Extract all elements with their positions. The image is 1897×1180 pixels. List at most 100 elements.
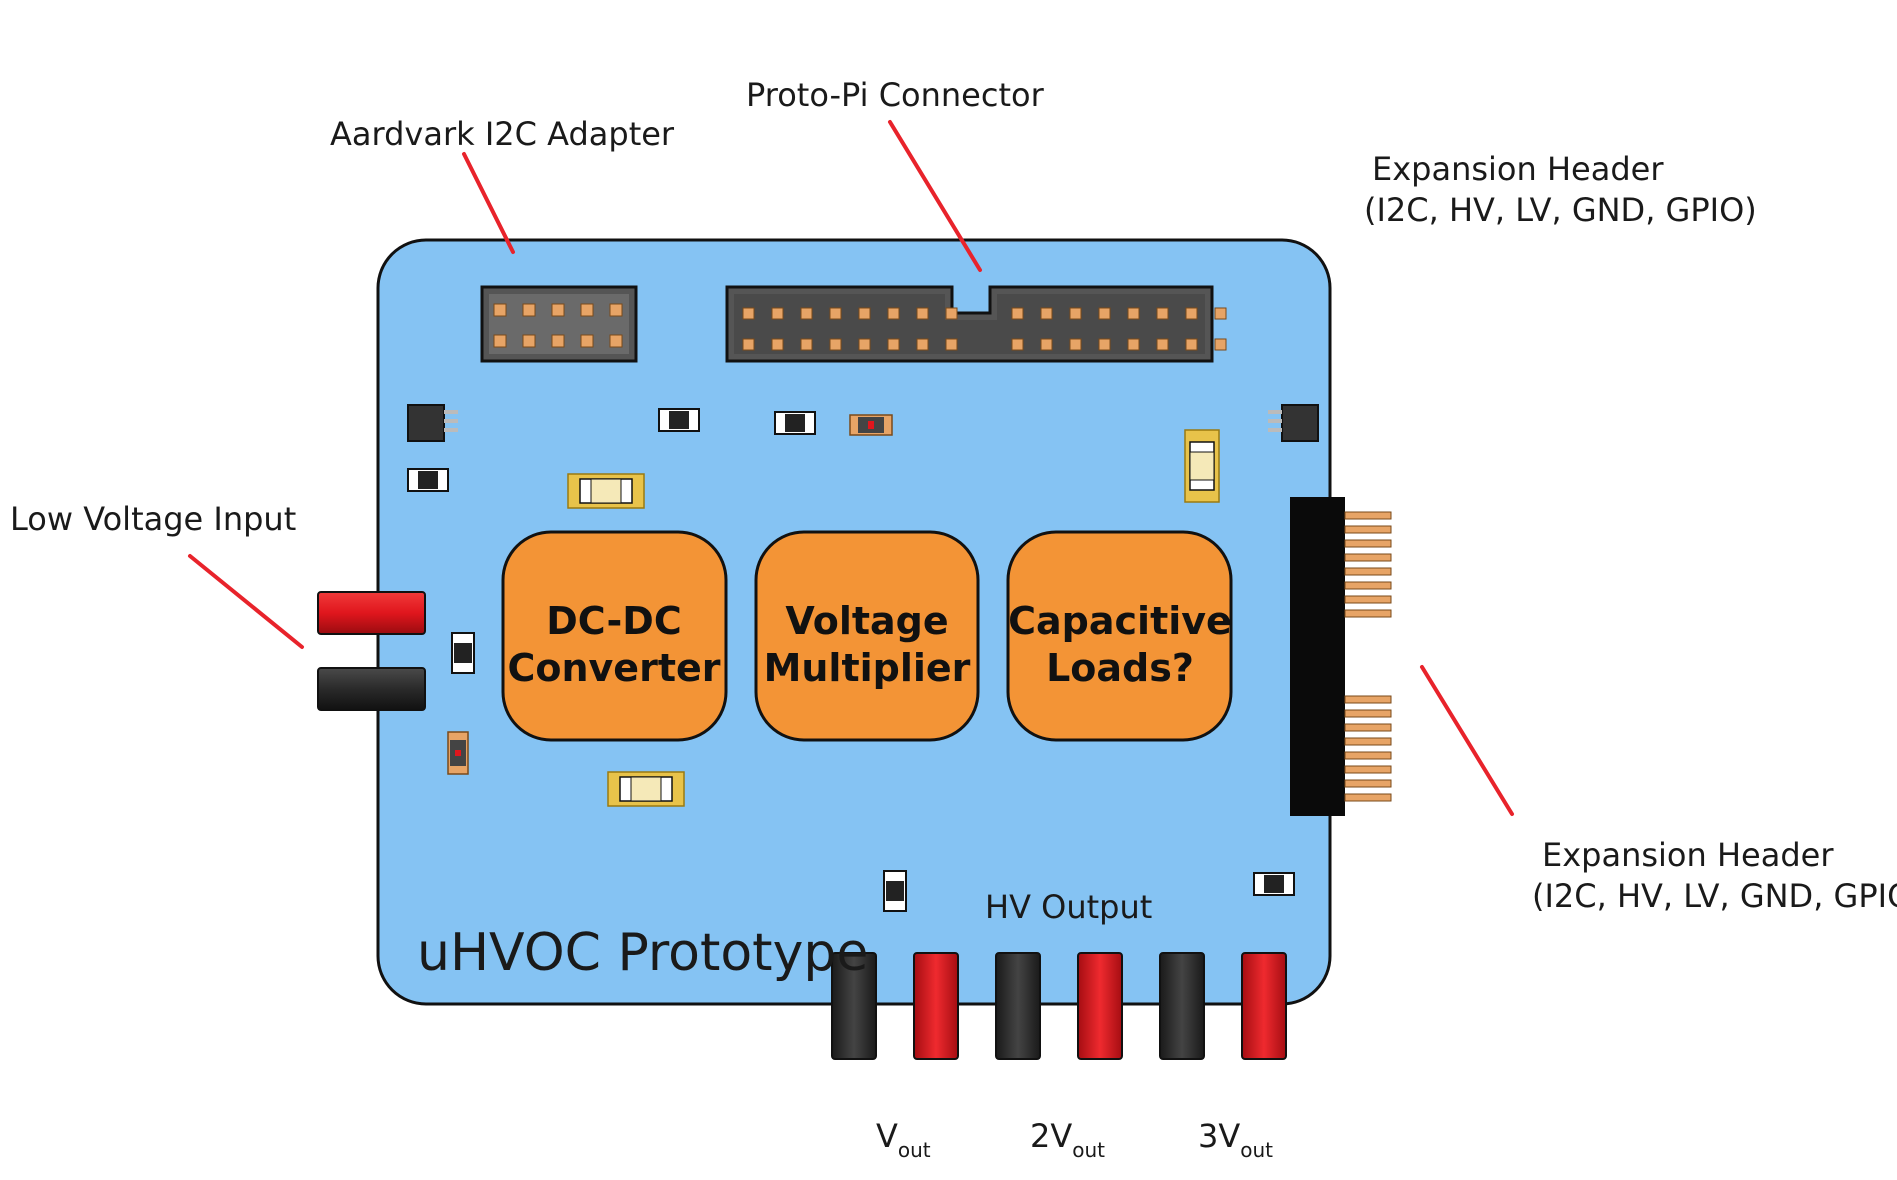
smd-component — [451, 632, 475, 674]
label-vout: Vout — [876, 1117, 931, 1162]
smd-component — [883, 870, 907, 912]
connector-pin — [1214, 307, 1227, 320]
connector-pin — [1156, 338, 1169, 351]
label-3vout: 3Vout — [1198, 1117, 1273, 1162]
connector-pin — [1344, 609, 1392, 618]
connector-pin — [1185, 338, 1198, 351]
smd-component — [407, 468, 449, 492]
block-dc-dc-line2: Converter — [507, 646, 720, 690]
capacitor — [567, 473, 645, 509]
connector-pin — [1344, 553, 1392, 562]
connector-pin — [1344, 525, 1392, 534]
label-low-voltage: Low Voltage Input — [10, 500, 296, 538]
connector-pin — [1069, 338, 1082, 351]
block-vm-line1: Voltage — [785, 599, 948, 643]
connector-pin — [800, 338, 813, 351]
block-capacitive-loads: Capacitive Loads? — [1006, 530, 1233, 742]
label-expansion-right-1: Expansion Header — [1542, 836, 1834, 874]
connector-pin — [1344, 709, 1392, 718]
connector-pin — [1156, 307, 1169, 320]
block-voltage-multiplier: Voltage Multiplier — [754, 530, 980, 742]
connector-pin — [887, 338, 900, 351]
connector-pin — [1011, 338, 1024, 351]
smd-component — [658, 408, 700, 432]
connector-pin — [609, 303, 623, 317]
hv-output-terminals — [831, 952, 1287, 1060]
connector-pin — [1040, 307, 1053, 320]
connector-pin — [945, 307, 958, 320]
connector-pin — [1344, 765, 1392, 774]
pointer-lines — [188, 120, 1514, 816]
connector-pin — [829, 307, 842, 320]
connector-pin — [551, 303, 565, 317]
low-voltage-terminals — [317, 591, 426, 711]
smd-component — [1253, 872, 1295, 896]
led-component — [447, 731, 469, 775]
connector-pin — [1344, 751, 1392, 760]
connector-pin — [829, 338, 842, 351]
pointer-expansion-right — [1420, 665, 1514, 816]
connector-pin — [1069, 307, 1082, 320]
connector-pin — [800, 307, 813, 320]
connector-pin — [609, 334, 623, 348]
connector-pin — [887, 307, 900, 320]
connector-pin — [1344, 567, 1392, 576]
block-vm-line2: Multiplier — [764, 646, 971, 690]
connector-pin — [742, 338, 755, 351]
connector-pin — [1098, 307, 1111, 320]
label-2vout: 2Vout — [1030, 1117, 1105, 1162]
led-component — [849, 414, 893, 436]
aardvark-connector — [480, 285, 638, 363]
block-cl-line2: Loads? — [1046, 646, 1194, 690]
connector-pin — [858, 307, 871, 320]
connector-pin — [1344, 511, 1392, 520]
block-dc-dc: DC-DC Converter — [501, 530, 728, 742]
connector-pin — [1127, 338, 1140, 351]
capacitor — [607, 771, 685, 807]
connector-pin — [580, 303, 594, 317]
connector-pin — [1344, 723, 1392, 732]
connector-pin — [1011, 307, 1024, 320]
connector-pin — [493, 334, 507, 348]
board-title: uHVOC Prototype — [417, 923, 868, 983]
connector-pin — [1040, 338, 1053, 351]
connector-pin — [771, 307, 784, 320]
label-expansion-top-2: (I2C, HV, LV, GND, GPIO) — [1364, 191, 1757, 229]
smd-component — [774, 411, 816, 435]
label-expansion-right-2: (I2C, HV, LV, GND, GPIO) — [1532, 877, 1897, 915]
small-ic-right — [1268, 404, 1319, 442]
connector-pin — [551, 334, 565, 348]
label-aardvark: Aardvark I2C Adapter — [330, 115, 675, 153]
connector-pin — [1185, 307, 1198, 320]
connector-pin — [522, 303, 536, 317]
connector-pin — [858, 338, 871, 351]
connector-pin — [1344, 737, 1392, 746]
connector-pin — [916, 338, 929, 351]
label-expansion-top-1: Expansion Header — [1372, 150, 1664, 188]
connector-pin — [771, 338, 784, 351]
expansion-header-right — [1290, 497, 1392, 816]
connector-pin — [1344, 793, 1392, 802]
protopi-connector — [725, 285, 1227, 363]
connector-pin — [1344, 581, 1392, 590]
connector-pin — [1214, 338, 1227, 351]
pointer-aardvark — [462, 152, 515, 254]
connector-pin — [916, 307, 929, 320]
connector-pin — [580, 334, 594, 348]
connector-pin — [522, 334, 536, 348]
label-protopi: Proto-Pi Connector — [746, 76, 1045, 114]
connector-pin — [1344, 595, 1392, 604]
block-cl-line1: Capacitive — [1008, 599, 1232, 643]
block-dc-dc-line1: DC-DC — [546, 599, 682, 643]
connector-pin — [742, 307, 755, 320]
connector-pin — [493, 303, 507, 317]
pointer-low-voltage — [188, 554, 304, 649]
connector-pin — [945, 338, 958, 351]
connector-pin — [1344, 779, 1392, 788]
connector-pin — [1344, 695, 1392, 704]
connector-pin — [1098, 338, 1111, 351]
connector-pin — [1127, 307, 1140, 320]
capacitor — [1184, 429, 1220, 503]
label-hv-output: HV Output — [985, 888, 1152, 926]
